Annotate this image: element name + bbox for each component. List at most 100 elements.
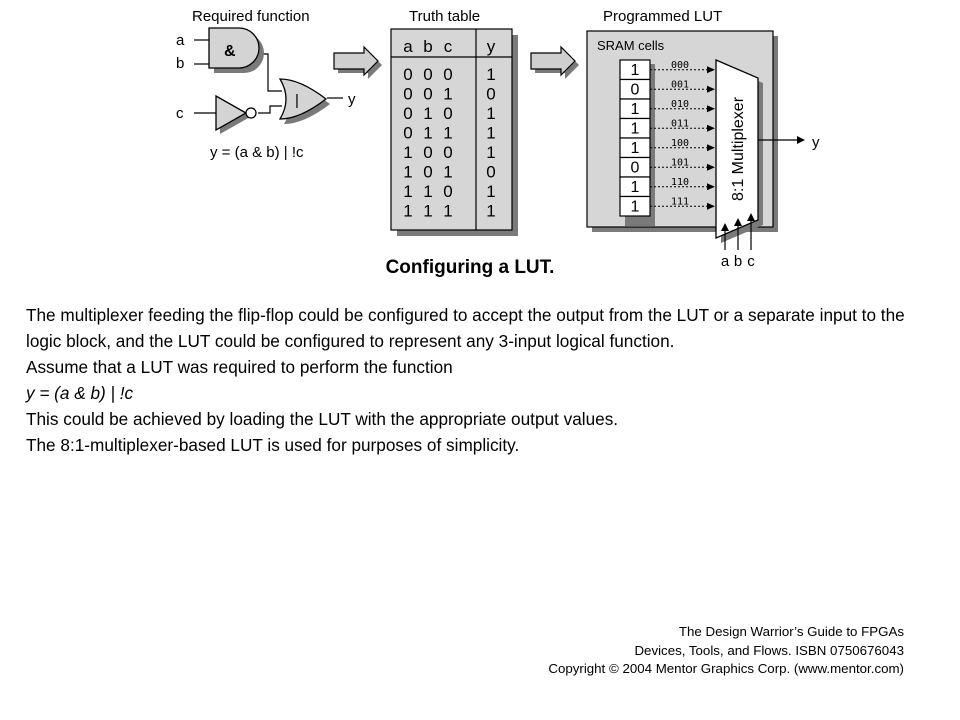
- truth-table-cell: 0: [423, 143, 432, 162]
- credit-copyright: Copyright © 2004 Mentor Graphics Corp. (…: [548, 661, 904, 676]
- truth-table-cell: 0: [443, 182, 452, 201]
- mux-address-label: 011: [671, 118, 689, 129]
- truth-table-cell: 1: [486, 182, 495, 201]
- mux-address-label: 001: [671, 79, 689, 90]
- truth-table-cell: 0: [443, 143, 452, 162]
- mux-address-label: 000: [671, 60, 689, 71]
- not-gate: [215, 94, 257, 134]
- truth-table-header-c: c: [444, 37, 453, 56]
- sram-cell-value: 1: [631, 62, 640, 79]
- mux-input-arrowhead: [707, 183, 715, 191]
- inversion-bubble: [245, 107, 257, 119]
- sram-cell-value: 1: [631, 121, 640, 138]
- truth-table-cell: 1: [486, 124, 495, 143]
- mux-input-arrowhead: [707, 66, 715, 74]
- mux-address-label: 101: [671, 157, 689, 168]
- truth-table-cell: 0: [403, 65, 412, 84]
- arrow-to-truth-table: [333, 45, 382, 79]
- truth-table-cell: 0: [423, 85, 432, 104]
- sram-cell-value: 1: [631, 101, 640, 118]
- body-text: The multiplexer feeding the flip-flop co…: [26, 302, 941, 458]
- truth-table-cell: 0: [443, 65, 452, 84]
- truth-table-cell: 1: [486, 104, 495, 123]
- truth-table-cell: 1: [423, 124, 432, 143]
- truth-table-cell: 1: [403, 202, 412, 221]
- required-function-title: Required function: [192, 8, 310, 25]
- truth-table-cell: 0: [486, 85, 495, 104]
- input-label-a: a: [176, 32, 185, 49]
- mux-input-arrowhead: [707, 144, 715, 152]
- truth-table-cell: 0: [423, 163, 432, 182]
- truth-table-cell: 1: [486, 143, 495, 162]
- required-function-panel: Required function a b c &: [176, 8, 356, 161]
- truth-table-cell: 0: [403, 104, 412, 123]
- select-arrowheads: [721, 213, 755, 231]
- multiplexer-label: 8:1 Multiplexer: [730, 96, 747, 201]
- truth-table-header-a: a: [403, 37, 413, 56]
- truth-table-cell: 0: [443, 104, 452, 123]
- gate-wires: [194, 39, 343, 114]
- truth-table-cell: 1: [403, 182, 412, 201]
- truth-table-cell: 1: [443, 124, 452, 143]
- input-label-c: c: [176, 105, 184, 122]
- truth-table-cell: 1: [443, 85, 452, 104]
- multiplexer: 8:1 Multiplexer: [715, 59, 763, 243]
- sram-cell-value: 1: [631, 140, 640, 157]
- output-label-y: y: [348, 91, 356, 108]
- book-credit: The Design Warrior’s Guide to FPGAs Devi…: [548, 623, 904, 679]
- select-lines: [724, 220, 752, 250]
- select-label-b: b: [734, 253, 742, 270]
- truth-table-cell: 1: [423, 104, 432, 123]
- truth-table-cell: 1: [423, 182, 432, 201]
- select-label-c: c: [747, 253, 755, 270]
- sram-cell-value: 0: [631, 82, 640, 99]
- sram-cell-value: 1: [631, 199, 640, 216]
- mux-input-arrowhead: [707, 85, 715, 93]
- credit-isbn: Devices, Tools, and Flows. ISBN 07506760…: [634, 642, 904, 658]
- function-equation: y = (a & b) | !c: [210, 144, 304, 161]
- body-line-simplicity: The 8:1-multiplexer-based LUT is used fo…: [26, 435, 520, 455]
- truth-table-header-y: y: [487, 37, 496, 56]
- truth-table-cell: 0: [423, 65, 432, 84]
- truth-table-cell: 0: [403, 124, 412, 143]
- body-line-assume: Assume that a LUT was required to perfor…: [26, 357, 453, 377]
- truth-table-cell: 1: [443, 163, 452, 182]
- or-gate: |: [278, 78, 330, 124]
- mux-input-arrowhead: [707, 202, 715, 210]
- body-line-loading: This could be achieved by loading the LU…: [26, 409, 619, 429]
- truth-table-title: Truth table: [409, 8, 480, 25]
- lut-diagram: Required function a b c &: [176, 8, 820, 270]
- sram-cells-label: SRAM cells: [597, 38, 665, 53]
- truth-table-cell: 0: [403, 85, 412, 104]
- mux-input-arrowhead: [707, 105, 715, 113]
- truth-table-header-b: b: [423, 37, 432, 56]
- mux-address-label: 111: [671, 196, 689, 207]
- body-paragraph: The multiplexer feeding the flip-flop co…: [26, 305, 905, 351]
- and-gate: &: [208, 27, 264, 73]
- select-label-a: a: [721, 253, 730, 270]
- or-symbol: |: [295, 92, 299, 109]
- mux-input-arrowhead: [707, 124, 715, 132]
- and-symbol: &: [224, 43, 236, 60]
- input-label-b: b: [176, 55, 184, 72]
- credit-title: The Design Warrior’s Guide to FPGAs: [678, 624, 904, 639]
- truth-table-cell: 1: [486, 202, 495, 221]
- truth-table-cell: 1: [486, 65, 495, 84]
- body-equation: y = (a & b) | !c: [26, 383, 134, 403]
- mux-inputs: 000 001 010 011 100 101 110 111: [650, 60, 715, 210]
- truth-table-cell: 1: [403, 163, 412, 182]
- mux-address-label: 110: [671, 177, 689, 188]
- mux-address-label: 010: [671, 99, 689, 110]
- programmed-lut-title: Programmed LUT: [603, 8, 722, 25]
- sram-cell-value: 0: [631, 160, 640, 177]
- truth-table-cell: 1: [423, 202, 432, 221]
- arrow-to-lut: [530, 45, 579, 79]
- mux-address-label: 100: [671, 138, 689, 149]
- truth-table-cell: 1: [443, 202, 452, 221]
- lut-output-label: y: [812, 134, 820, 151]
- figure-caption: Configuring a LUT.: [385, 257, 555, 278]
